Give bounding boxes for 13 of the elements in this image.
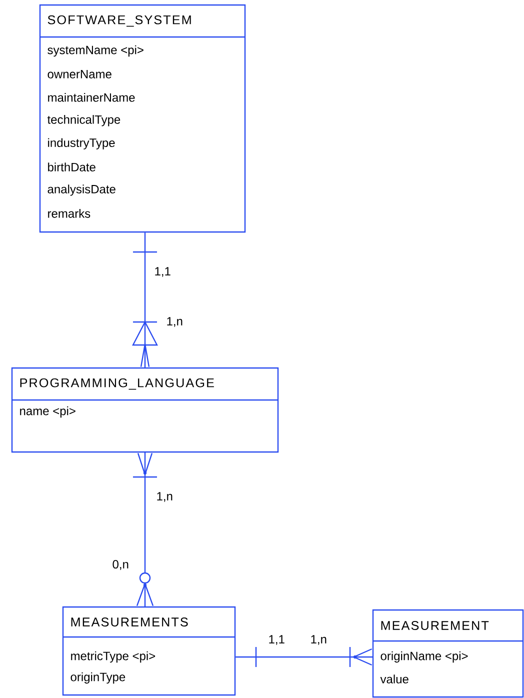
cardinality-label: 1,1 <box>269 635 284 645</box>
entity-box: MEASUREMENT originName <pi> value <box>372 609 524 698</box>
relationship-line <box>133 452 157 607</box>
entity-box: PROGRAMMING_LANGUAGE name <pi> <box>11 367 279 453</box>
relationship-line <box>132 232 158 368</box>
cardinality-label: 0,n <box>112 560 128 570</box>
entity-box: MEASUREMENTS metricType <pi> originType <box>62 606 236 696</box>
cardinality-label: 1,n <box>311 635 326 645</box>
cardinality-label: 1,n <box>167 317 182 327</box>
relationship-line <box>236 647 373 667</box>
cardinality-label: 1,1 <box>155 267 170 277</box>
entity-box: SOFTWARE_SYSTEM systemName <pi> ownerName maintainerName technicalType industryType birthDate analysisDate remarks <box>39 4 246 233</box>
cardinality-label: 1,n <box>157 492 172 502</box>
